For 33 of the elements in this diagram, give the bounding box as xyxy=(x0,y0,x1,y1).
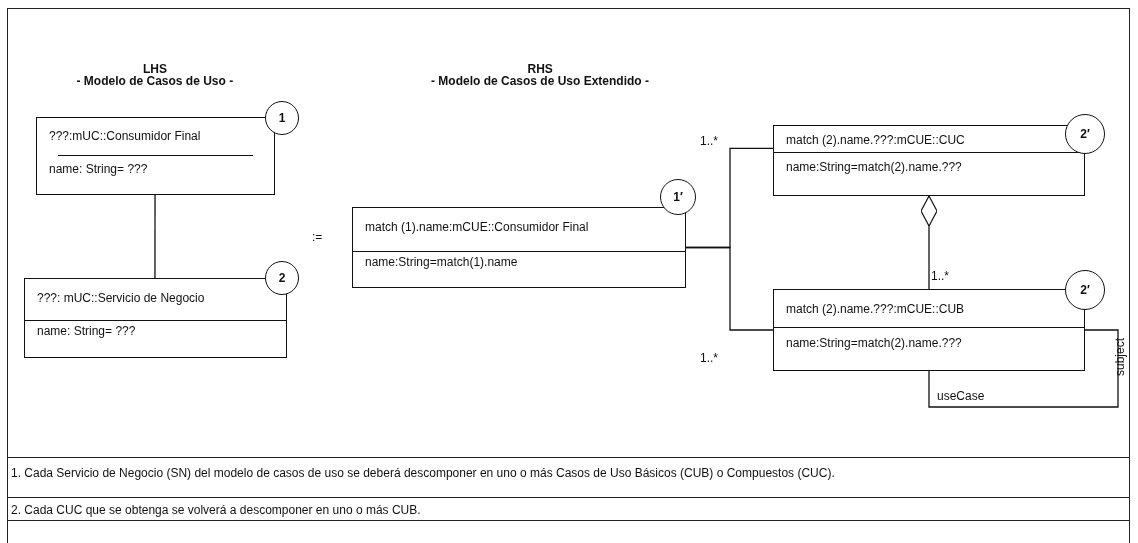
multiplicity-label: 1..* xyxy=(931,269,949,283)
subheading: - Modelo de Casos de Uso Extendido - xyxy=(431,74,650,88)
number-circle: 1 xyxy=(265,101,299,135)
multiplicity-label: 1..* xyxy=(700,351,718,365)
subheading: - Modelo de Casos de Uso - xyxy=(76,74,234,88)
class-box xyxy=(36,117,275,195)
class-name: ???:mUC::Consumidor Final xyxy=(49,129,201,143)
number-circle: 2′ xyxy=(1065,114,1105,154)
association-line xyxy=(928,329,1119,408)
attribute-text: name:String=match(1).name xyxy=(365,255,518,269)
association-line xyxy=(685,246,774,331)
note-text: 1. Cada Servicio de Negocio (SN) del modelo de casos de uso se deberá descomponer en uno o más Casos de Uso Básicos (CUB) o Compuestos (CUC). xyxy=(11,466,836,480)
attribute-text: name: String= ??? xyxy=(37,324,136,338)
number-circle: 1′ xyxy=(660,179,696,215)
heading: LHS xyxy=(143,62,167,76)
role-label: useCase xyxy=(937,389,985,403)
class-name: match (2).name.???:mCUE::CUC xyxy=(786,133,965,147)
number-circle: 2 xyxy=(265,261,299,295)
heading: RHS xyxy=(527,62,553,76)
role-label: subject xyxy=(1113,338,1127,376)
multiplicity-label: 1..* xyxy=(700,134,718,148)
class-name: ???: mUC::Servicio de Negocio xyxy=(37,291,205,305)
note-text: 2. Cada CUC que se obtenga se volverá a descomponer en uno o más CUB. xyxy=(11,503,421,517)
assignment-symbol: := xyxy=(312,230,323,244)
class-name: match (1).name:mCUE::Consumidor Final xyxy=(365,220,589,234)
attribute-text: name:String=match(2).name.??? xyxy=(786,336,962,350)
attribute-text: name:String=match(2).name.??? xyxy=(786,160,962,174)
attribute-text: name: String= ??? xyxy=(49,162,148,176)
class-name: match (2).name.???:mCUE::CUB xyxy=(786,302,965,316)
number-circle: 2′ xyxy=(1065,270,1105,310)
association-line xyxy=(154,194,156,279)
aggregation-line xyxy=(920,195,938,290)
class-box xyxy=(352,207,686,288)
